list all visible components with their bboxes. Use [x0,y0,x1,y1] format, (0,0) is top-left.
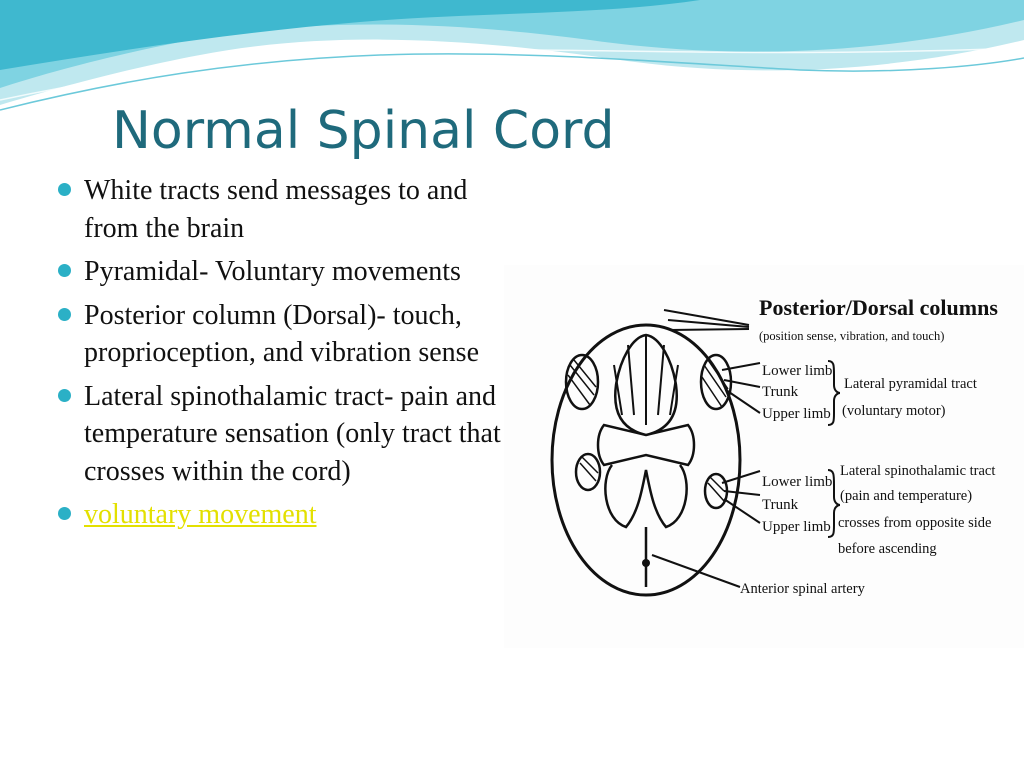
left-spinothalamic-tract [574,452,602,492]
cord-outline [550,323,742,597]
lower-limb-label-2: Lower limb [762,474,832,490]
lateral-spinothalamic-sub-3: before ascending [838,541,937,557]
pyramidal-pointer-lines [721,362,761,414]
anterior-horns [604,464,688,529]
bullet-icon [58,307,71,321]
bullet-text: Posterior column (Dorsal)- touch, propri… [84,299,480,369]
lateral-pyramidal-label: Lateral pyramidal tract [844,376,977,392]
posterior-column-lines [613,335,679,425]
anterior-artery-dot [642,559,650,567]
bullet-icon [58,183,71,196]
bullet-text: Lateral spinothalamic tract- pain and te… [84,380,501,487]
bullet-item: White tracts send messages to and from t… [52,172,502,247]
lateral-spinothalamic-sub-1: (pain and temperature) [840,488,972,504]
lateral-spinothalamic-sub-2: crosses from opposite side [838,515,991,531]
artery-pointer-line [651,554,741,588]
bullet-item: Lateral spinothalamic tract- pain and te… [52,378,502,491]
bullet-icon [58,264,71,277]
bullet-icon [58,388,71,402]
bullet-text: White tracts send messages to and from t… [84,175,468,244]
bullet-icon [58,507,71,520]
trunk-label-2: Trunk [762,497,799,513]
bullet-item: Posterior column (Dorsal)- touch, propri… [52,297,502,372]
spinal-cord-diagram: Posterior/Dorsal columns (position sense… [504,265,1024,648]
header-wave-decoration [0,0,1024,111]
posterior-pointer-lines [663,309,750,331]
lateral-pyramidal-sub: (voluntary motor) [842,403,946,419]
bullet-list: White tracts send messages to and from t… [52,172,502,540]
trunk-label-1: Trunk [762,384,799,400]
left-pyramidal-tract [564,353,600,411]
lower-limb-label-1: Lower limb [762,363,832,379]
voluntary-movement-link[interactable]: voluntary movement [84,499,317,530]
spinothalamic-pointer-lines [721,470,761,524]
slide-title: Normal Spinal Cord [112,101,615,161]
bullet-item: Pyramidal- Voluntary movements [52,253,502,291]
lateral-spinothalamic-label: Lateral spinothalamic tract [840,463,995,479]
posterior-columns-sub: (position sense, vibration, and touch) [759,329,944,343]
pyramidal-brace [827,360,841,426]
bullet-item: voluntary movement [52,496,502,534]
posterior-columns-label: Posterior/Dorsal columns [759,295,998,320]
anterior-spinal-artery-label: Anterior spinal artery [740,581,866,597]
bullet-text: Pyramidal- Voluntary movements [84,256,461,287]
upper-limb-label-1: Upper limb [762,406,831,422]
upper-limb-label-2: Upper limb [762,519,831,535]
spinothalamic-brace [827,469,841,538]
